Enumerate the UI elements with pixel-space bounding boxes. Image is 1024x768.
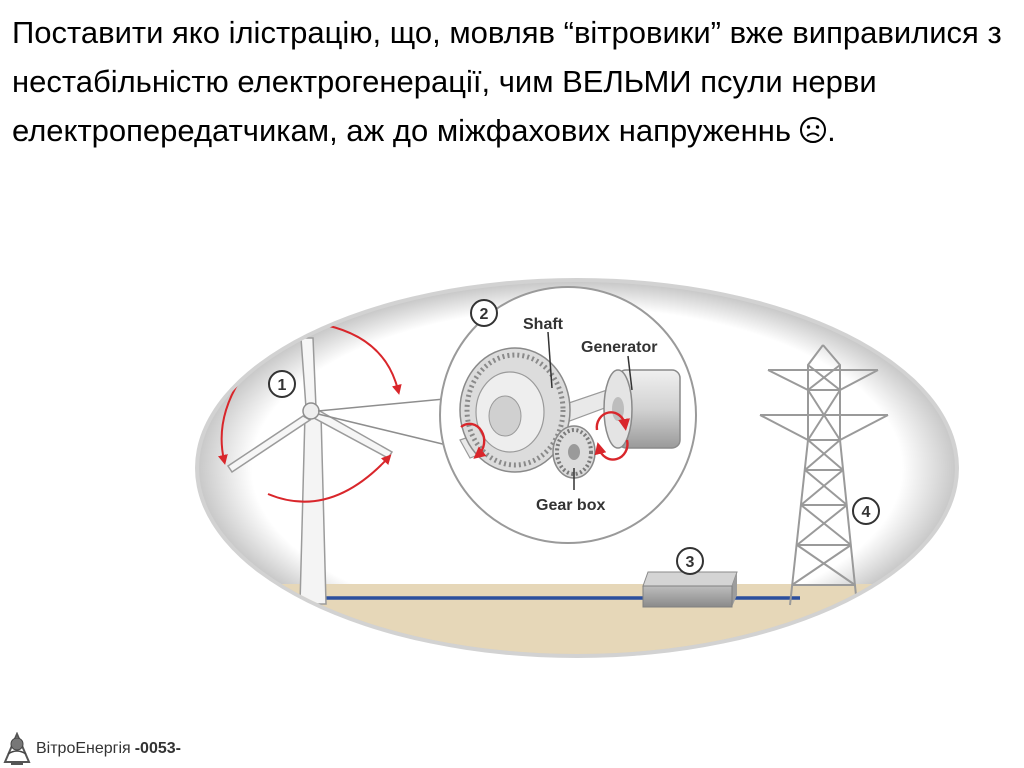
marker-3: 3 xyxy=(676,547,704,575)
slide-text: Поставити яко ілістрацію, що, мовляв “ві… xyxy=(12,8,1012,155)
footer-text: ВітроЕнергія xyxy=(36,740,131,757)
logo-icon xyxy=(3,732,31,765)
frown-icon xyxy=(800,117,827,143)
rotation-arrow-shaft xyxy=(460,422,487,459)
svg-text:1: 1 xyxy=(278,377,287,394)
rotation-arrow-gear-left xyxy=(595,411,630,431)
marker-4: 4 xyxy=(852,497,880,525)
generator-label: Generator xyxy=(581,339,657,356)
wind-turbine xyxy=(226,337,394,605)
marker-2: 2 xyxy=(470,299,498,327)
slide-number: -0053- xyxy=(134,740,181,757)
transmission-tower xyxy=(759,344,889,606)
nacelle-detail-circle: Shaft Generator Gear box xyxy=(439,286,697,544)
slide-text-end: . xyxy=(827,113,836,148)
svg-text:2: 2 xyxy=(480,306,489,323)
svg-text:3: 3 xyxy=(686,554,695,571)
svg-text:4: 4 xyxy=(862,504,871,521)
rotation-arrow-bottom xyxy=(267,454,392,503)
slide-text-body: Поставити яко ілістрацію, що, мовляв “ві… xyxy=(12,15,1002,148)
footer: ВітроЕнергія -0053- xyxy=(0,730,400,768)
transformer-box xyxy=(642,571,738,608)
marker-1: 1 xyxy=(268,370,296,398)
rotation-arrow-gear-right xyxy=(594,439,629,461)
shaft-label: Shaft xyxy=(523,316,564,333)
rotation-arrow-top xyxy=(324,324,402,395)
gear-box-label: Gear box xyxy=(536,497,605,514)
